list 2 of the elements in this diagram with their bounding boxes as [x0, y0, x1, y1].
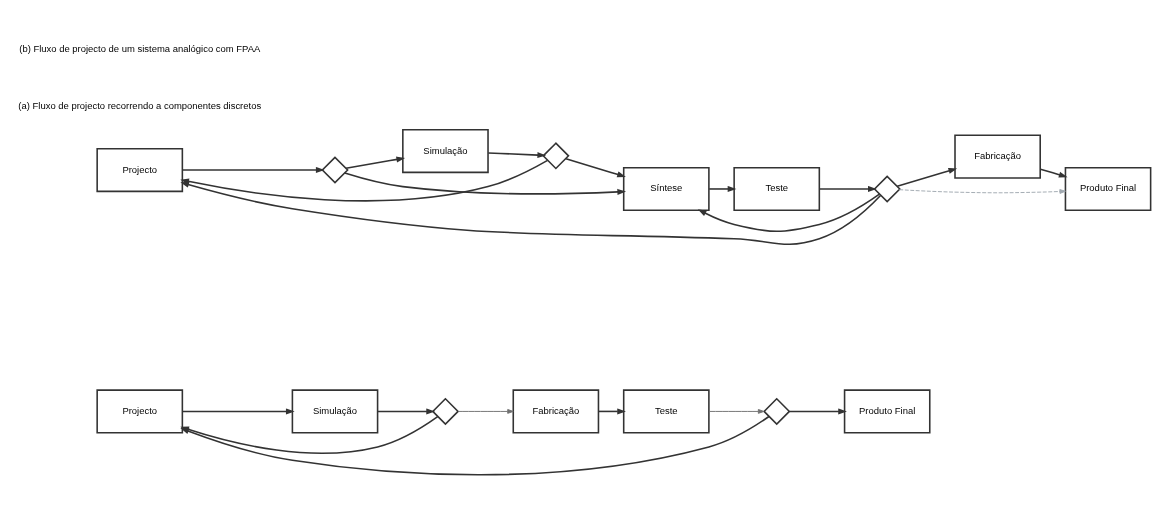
label: (b) Fluxo de projecto de um sistema analógico com FPAA — [19, 42, 261, 54]
label: (a) Fluxo de projecto recorrendo a componentes discretos — [18, 99, 262, 111]
